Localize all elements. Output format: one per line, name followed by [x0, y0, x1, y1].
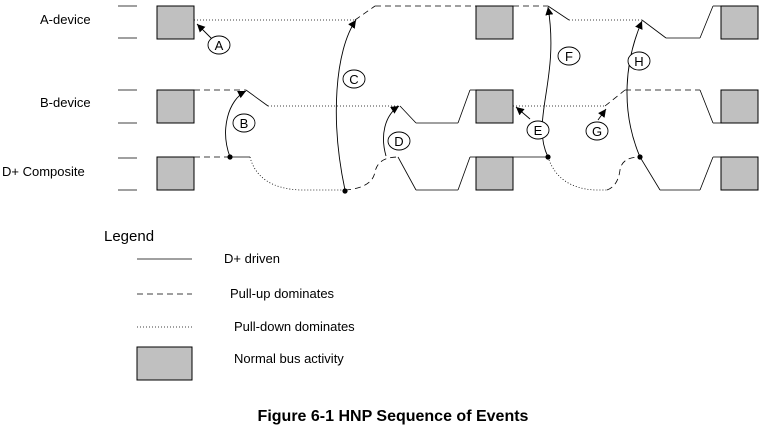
- legend-title: Legend: [104, 228, 154, 245]
- d-plus-composite-trace: [194, 156, 721, 191]
- a-device-trace: [194, 5, 721, 39]
- svg-text:G: G: [592, 124, 602, 139]
- a-bus-box-2: [475, 5, 514, 40]
- row-label-a-device: A-device: [40, 12, 91, 27]
- arrow-e: [515, 106, 531, 120]
- legend: Legend D+ driven Pull-up dominates Pull-…: [104, 228, 355, 381]
- svg-text:D: D: [394, 134, 403, 149]
- event-origin-dots: [227, 154, 643, 194]
- b-bus-box-3: [720, 89, 759, 124]
- svg-text:H: H: [634, 54, 643, 69]
- b-bus-box-2: [475, 89, 514, 124]
- dp-bus-box-3: [720, 156, 759, 191]
- dp-bus-box-1: [156, 156, 195, 191]
- arrow-b: [225, 90, 247, 158]
- marker-c: C: [342, 69, 366, 89]
- event-markers: A B C D E F G H: [207, 35, 651, 151]
- b-device-trace: [194, 89, 721, 124]
- figure-caption: Figure 6-1 HNP Sequence of Events: [258, 408, 529, 425]
- a-bus-box-3: [720, 5, 759, 40]
- marker-f: F: [557, 46, 581, 66]
- marker-g: G: [585, 121, 609, 141]
- dp-bus-box-2: [475, 156, 514, 191]
- arrow-a: [196, 23, 213, 40]
- row-stubs: [118, 5, 137, 191]
- marker-h: H: [627, 51, 651, 71]
- legend-label-d-plus-driven: D+ driven: [224, 251, 280, 266]
- row-label-d-plus-composite: D+ Composite: [2, 164, 85, 179]
- svg-text:C: C: [349, 72, 358, 87]
- svg-text:B: B: [240, 116, 249, 131]
- svg-text:A: A: [215, 38, 224, 53]
- marker-d: D: [387, 131, 411, 151]
- arrow-g: [597, 108, 607, 121]
- a-bus-box-1: [156, 5, 195, 40]
- legend-label-normal-bus: Normal bus activity: [234, 351, 344, 366]
- arrow-c: [335, 19, 357, 191]
- arrow-f: [541, 6, 554, 158]
- svg-text:F: F: [565, 49, 573, 64]
- marker-b: B: [232, 113, 256, 133]
- arrow-d: [383, 105, 400, 157]
- row-label-b-device: B-device: [40, 95, 91, 110]
- arrow-h: [626, 20, 643, 158]
- legend-box-swatch: [136, 346, 193, 381]
- marker-a: A: [207, 35, 231, 55]
- legend-label-pull-down: Pull-down dominates: [234, 319, 355, 334]
- marker-e: E: [526, 120, 550, 140]
- event-arrows: [196, 6, 643, 191]
- bus-activity-boxes: [156, 5, 759, 191]
- legend-label-pull-up: Pull-up dominates: [230, 286, 335, 301]
- b-bus-box-1: [156, 89, 195, 124]
- svg-text:E: E: [534, 123, 543, 138]
